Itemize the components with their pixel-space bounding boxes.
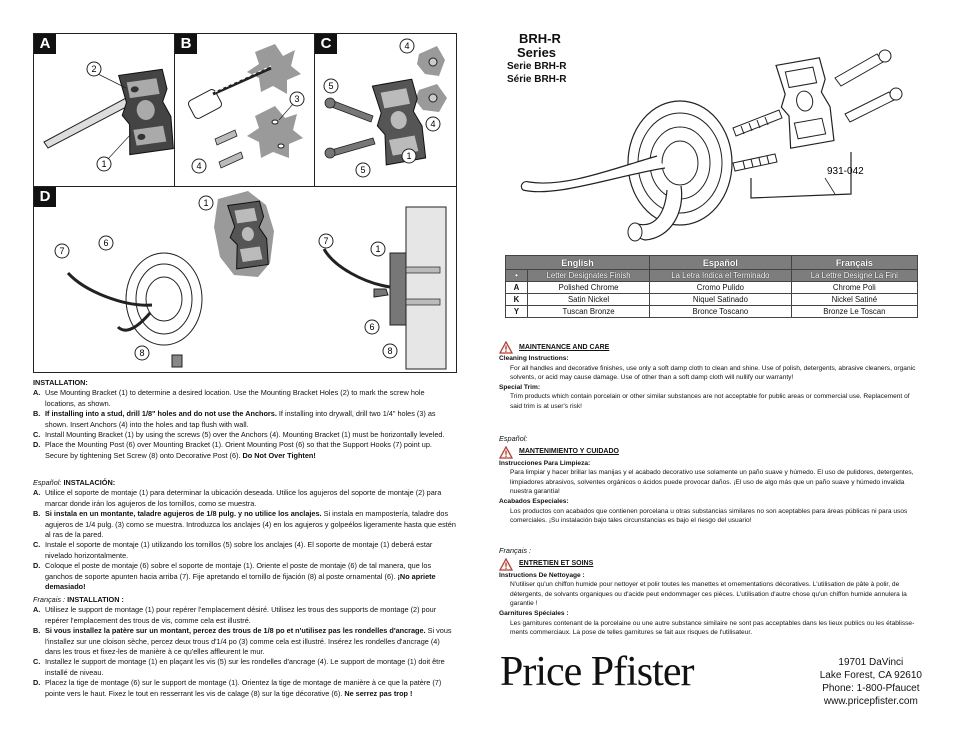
callout-b-4: 4 xyxy=(196,161,201,171)
step-b-fr: B.Si vous installez la patère sur un mon… xyxy=(33,626,452,657)
trim-text-fr: Les garnitures contenant de la porcelain… xyxy=(510,619,915,637)
table-subheader-fr: La Lettre Designe La Fini xyxy=(790,269,919,282)
installation-es-heading: INSTALACIÓN: xyxy=(63,478,116,487)
panel-letter-a: A xyxy=(34,34,56,54)
callout-c-4-top: 4 xyxy=(404,41,409,51)
cleaning-heading-en: Cleaning Instructions: xyxy=(499,355,569,362)
trim-heading-es: Acabados Especiales: xyxy=(499,497,569,505)
maintenance-fr-lang: Français : xyxy=(499,546,532,555)
installation-es-lang: Español: xyxy=(33,478,62,487)
trim-text-en: Trim products which contain porcelain or… xyxy=(510,393,910,410)
brand-logo: Price Pfister xyxy=(500,649,694,695)
callout-d-7-left: 7 xyxy=(59,246,64,256)
cleaning-heading-fr: Instructions De Nettoyage : xyxy=(499,571,585,579)
panel-letter-c: C xyxy=(315,34,337,54)
installation-en: INSTALLATION: A.Use Mounting Bracket (1)… xyxy=(33,378,457,461)
maintenance-fr: Français : ENTRETIEN ET SOINS Instructio… xyxy=(499,546,923,638)
step-a-en: A.Use Mounting Bracket (1) to determine … xyxy=(33,388,425,408)
panel-d-illustration: 1 7 6 8 7 1 6 8 xyxy=(54,191,447,370)
maintenance-es-title: MANTENIMIENTO Y CUIDADO xyxy=(519,448,619,456)
step-a-fr: A.Utilisez le support de montage (1) pou… xyxy=(33,605,437,625)
step-c-en: C.Install Mounting Bracket (1) by using … xyxy=(33,430,445,440)
step-a-es: A.Utilice el soporte de montaje (1) para… xyxy=(33,488,442,508)
product-serie-es: Serie BRH-R xyxy=(507,61,567,72)
table-row: K Satin Nickel Niquel Satinado Nickel Sa… xyxy=(505,293,919,306)
maintenance-en: MAINTENANCE AND CARE Cleaning Instructio… xyxy=(499,341,923,412)
cleaning-heading-es: Instrucciones Para Limpieza: xyxy=(499,459,591,467)
table-header-francais: Français xyxy=(790,255,919,270)
installation-fr-heading: INSTALLATION : xyxy=(67,595,124,604)
maintenance-es-lang: Español: xyxy=(499,434,528,443)
warning-icon xyxy=(499,557,513,571)
address-phone: Phone: 1-800-Pfaucet xyxy=(822,683,920,694)
product-serie-fr: Série BRH-R xyxy=(507,74,567,85)
trim-heading-fr: Garnitures Spéciales : xyxy=(499,609,569,617)
panel-a-illustration: 2 1 xyxy=(43,61,174,172)
table-subheader-es: La Letra Indica el Terminado xyxy=(649,269,792,282)
diagram-panel-c: C 4 5 4 5 1 xyxy=(314,33,457,188)
step-c-fr: C.Installez le support de montage (1) en… xyxy=(33,657,445,677)
address-city: Lake Forest, CA 92610 xyxy=(819,670,922,681)
table-row: A Polished Chrome Cromo Pulido Chrome Po… xyxy=(505,281,919,294)
maintenance-en-title: MAINTENANCE AND CARE xyxy=(519,343,610,351)
callout-d-1-right: 1 xyxy=(375,244,380,254)
step-b-es: B.Si instala en un montante, taladre agu… xyxy=(33,509,456,540)
warning-icon xyxy=(499,341,513,354)
table-row: Y Tuscan Bronze Bronce Toscano Bronze Le… xyxy=(505,305,919,318)
table-header-english: English xyxy=(504,255,651,270)
installation-es: Español: INSTALACIÓN: A.Utilice el sopor… xyxy=(33,478,457,592)
step-d-fr: D.Placez la tige de montage (6) sur le s… xyxy=(33,678,442,698)
installation-en-heading: INSTALLATION: xyxy=(33,378,88,387)
callout-d-7-right: 7 xyxy=(323,236,328,246)
step-d-en: D.Place the Mounting Post (6) over Mount… xyxy=(33,440,432,460)
company-address: 19701 DaVinci Lake Forest, CA 92610 Phon… xyxy=(820,656,922,708)
callout-d-6-left: 6 xyxy=(103,238,108,248)
diagram-panel-a: A 2 1 xyxy=(33,33,176,188)
callout-a-1: 1 xyxy=(101,159,106,169)
table-subheader-row: • Letter Designates Finish La Letra Indi… xyxy=(505,269,919,282)
maintenance-fr-title: ENTRETIEN ET SOINS xyxy=(519,560,594,568)
callout-a-2: 2 xyxy=(91,64,96,74)
table-subheader-code: • xyxy=(505,269,528,282)
callout-d-1-left: 1 xyxy=(203,198,208,208)
callout-c-5-bottom: 5 xyxy=(360,165,365,175)
panel-letter-b: B xyxy=(175,34,197,54)
callout-c-4-bottom: 4 xyxy=(430,119,435,129)
panel-c-illustration: 4 5 4 5 1 xyxy=(323,38,447,178)
installation-fr: Français : INSTALLATION : A.Utilisez le … xyxy=(33,595,457,699)
step-d-es: D.Coloque el poste de montaje (6) sobre … xyxy=(33,561,436,592)
step-c-es: C.Instale el soporte de montaje (1) util… xyxy=(33,540,433,560)
trim-text-es: Los productos con acabados que contienen… xyxy=(510,507,908,525)
table-header-espanol: Español xyxy=(649,255,792,270)
panel-letter-d: D xyxy=(34,187,56,207)
callout-d-8-right: 8 xyxy=(387,346,392,356)
table-subheader-en: Letter Designates Finish xyxy=(526,269,651,282)
maintenance-es: Español: MANTENIMIENTO Y CUIDADO Instruc… xyxy=(499,434,923,526)
product-title-block: BRH-R Series Serie BRH-R Série BRH-R xyxy=(507,32,607,86)
diagram-panel-b: B 3 4 xyxy=(174,33,316,188)
address-street: 19701 DaVinci xyxy=(838,657,904,668)
panel-b-illustration: 3 4 xyxy=(187,44,305,174)
cleaning-text-es: Para limpiar y hacer brillar las manijas… xyxy=(510,469,914,496)
cleaning-text-en: For all handles and decorative finishes,… xyxy=(510,364,916,382)
callout-d-6-right: 6 xyxy=(369,322,374,332)
product-title-line2: Series xyxy=(517,45,557,60)
trim-heading-en: Special Trim: xyxy=(499,383,541,391)
callout-b-3: 3 xyxy=(294,94,299,104)
warning-icon xyxy=(499,445,513,459)
callout-c-5-top: 5 xyxy=(328,81,333,91)
cleaning-text-fr: N'utiliser qu'un chiffon humide pour net… xyxy=(510,581,907,608)
product-title-line1: BRH-R xyxy=(519,31,561,46)
installation-fr-lang: Français : xyxy=(33,595,66,604)
address-web: www.pricepfister.com xyxy=(823,696,918,707)
step-b-en: B.If installing into a stud, drill 1/8" … xyxy=(33,409,436,429)
callout-d-8-left: 8 xyxy=(139,348,144,358)
diagram-panel-d: D 1 7 6 8 xyxy=(33,186,457,373)
finish-table: English Español Français • Letter Design… xyxy=(504,255,919,318)
product-illustration: 931-042 xyxy=(520,49,903,242)
callout-c-1: 1 xyxy=(406,151,411,161)
part-number: 931-042 xyxy=(827,166,864,177)
